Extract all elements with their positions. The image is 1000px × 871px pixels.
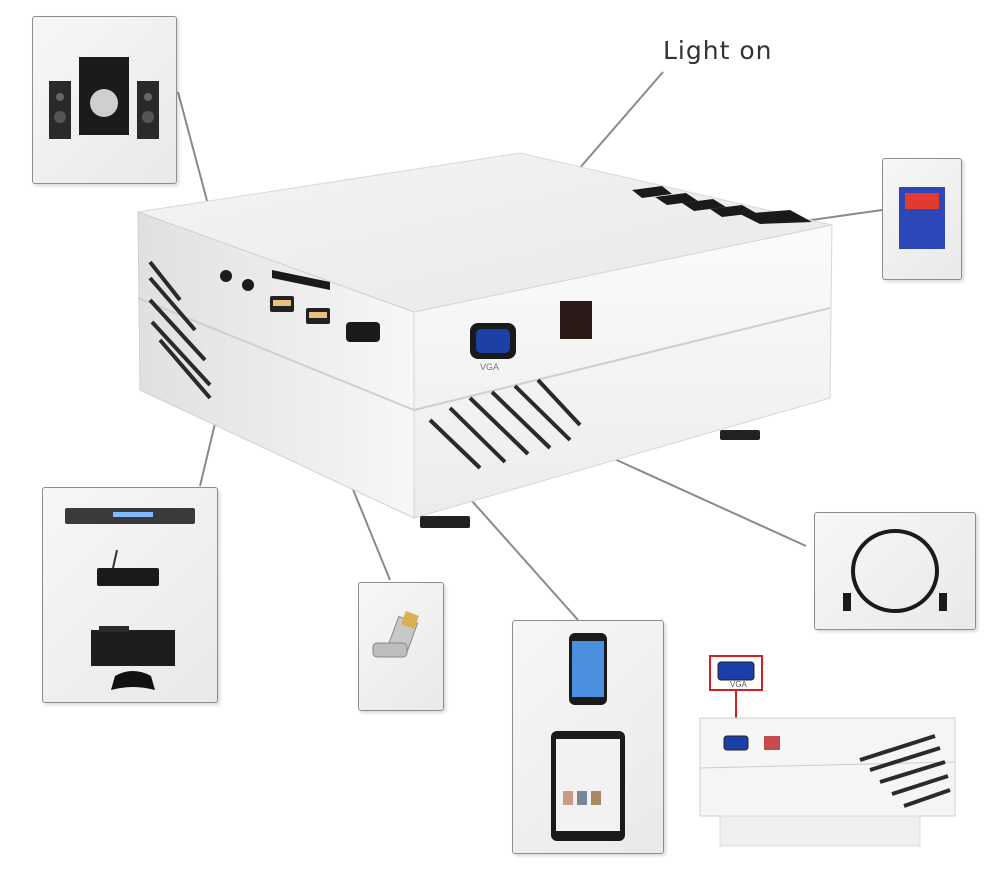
light-on-label: Light on: [663, 36, 773, 65]
top-buttons: [632, 186, 812, 224]
inset-vga-text: VGA: [730, 680, 747, 689]
speakers-callout: [32, 16, 177, 184]
media-devices-icon: [65, 508, 195, 690]
hdmi-cable-callout: [814, 512, 976, 630]
sd-card-icon: [899, 187, 945, 249]
phone-tablet-icon: [551, 633, 625, 841]
audio-jack: [220, 270, 232, 282]
sd-card-callout: [882, 158, 962, 280]
vga-text: VGA: [480, 362, 500, 372]
speakers-icon: [49, 57, 159, 139]
av-jack: [242, 279, 254, 291]
hdmi-cable-icon: [843, 529, 947, 613]
hdmi-port: [346, 322, 380, 342]
sd-slot: [272, 270, 330, 290]
mobile-callout: [512, 620, 664, 854]
devices-callout: [42, 487, 218, 703]
left-vent: [148, 260, 212, 400]
usb-stick-icon: [372, 611, 419, 658]
usb-stick-callout: [358, 582, 444, 711]
ir-window: [560, 301, 592, 339]
front-vent: [428, 378, 582, 470]
